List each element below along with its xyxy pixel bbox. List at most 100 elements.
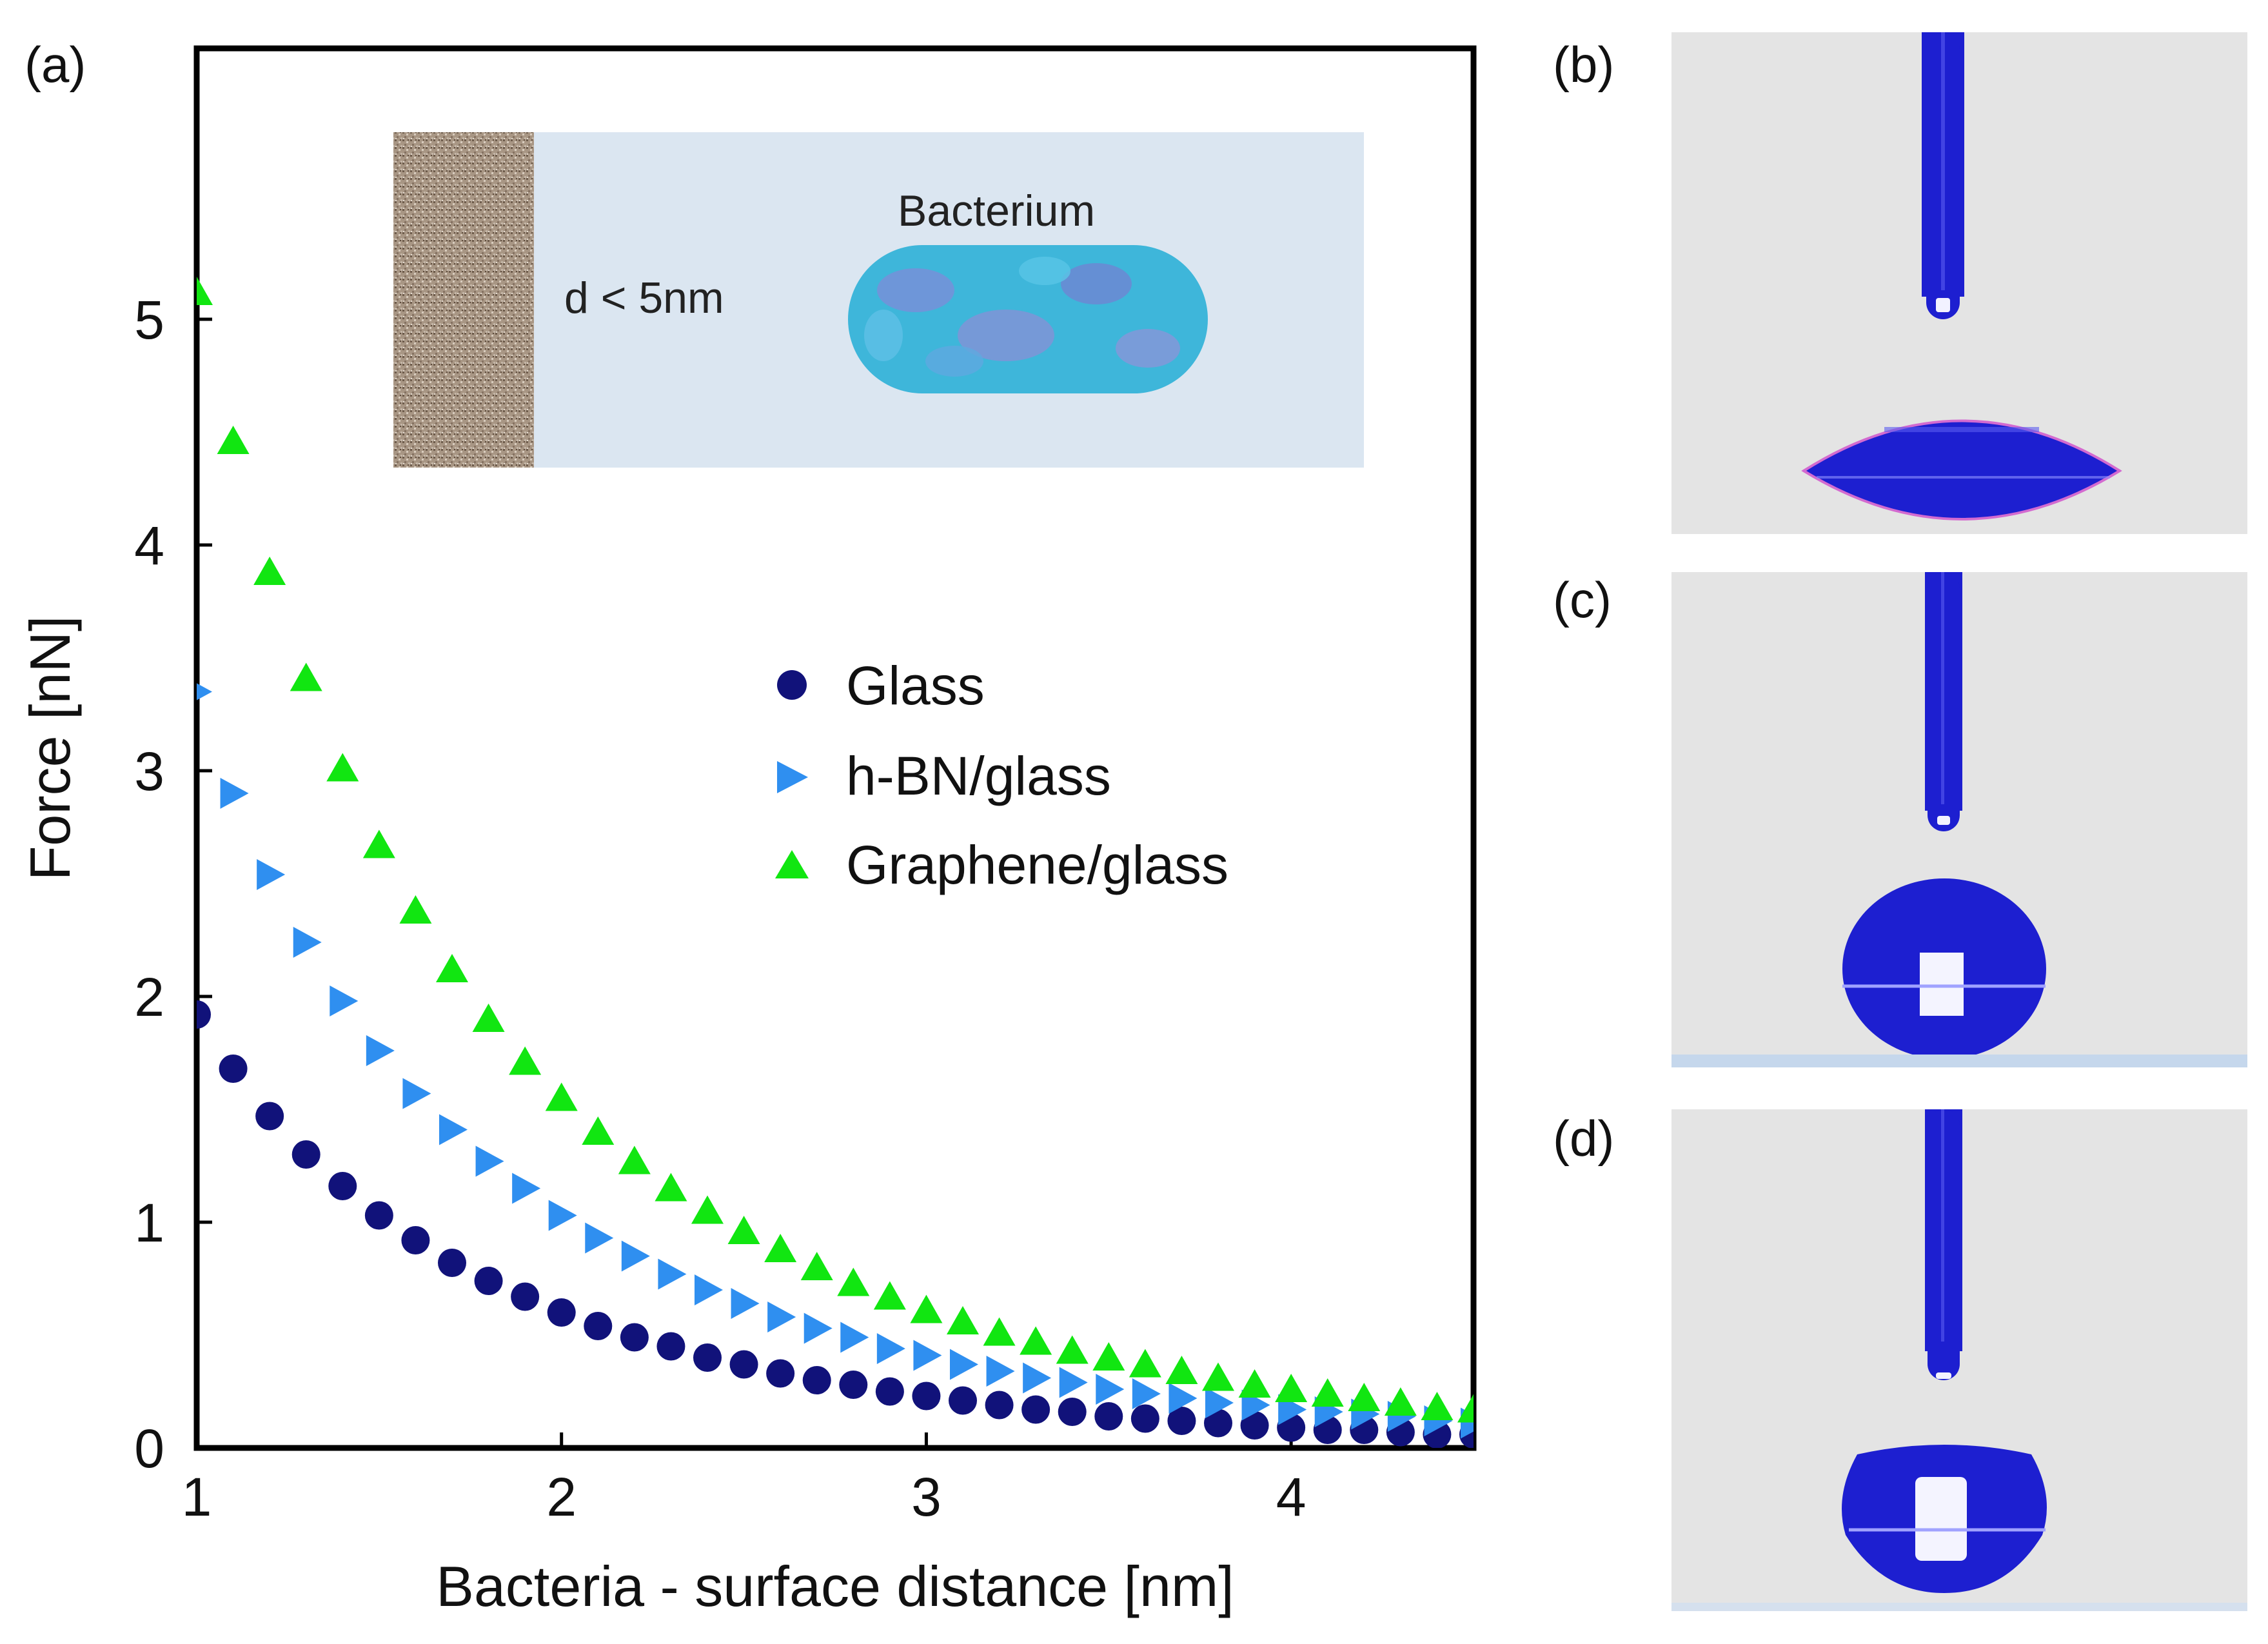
point-graphene (1202, 1362, 1234, 1391)
point-hbn (731, 1288, 760, 1319)
point-glass (511, 1282, 540, 1311)
point-glass (401, 1226, 430, 1254)
droplet-b (1801, 419, 2122, 520)
point-graphene (1092, 1342, 1125, 1371)
point-glass (364, 1201, 393, 1230)
point-glass (875, 1377, 904, 1406)
legend-label-glass: Glass (846, 655, 985, 716)
panel-label-a: (a) (25, 36, 86, 93)
point-graphene (910, 1294, 943, 1323)
point-graphene (947, 1306, 979, 1334)
x-tick-label: 3 (911, 1467, 942, 1527)
point-graphene (1421, 1392, 1454, 1420)
y-tick-label: 3 (134, 741, 164, 802)
point-hbn (621, 1240, 650, 1272)
legend-item-graphene: Graphene/glass (775, 835, 1228, 895)
point-graphene (764, 1234, 797, 1262)
point-graphene (800, 1252, 833, 1280)
point-glass (584, 1312, 613, 1340)
legend: Glass h-BN/glass Graphene/glass (775, 655, 1228, 895)
legend-item-hbn: h-BN/glass (777, 746, 1111, 806)
photo-panel-b (1671, 32, 2247, 534)
point-glass (547, 1298, 576, 1327)
series-graphene (197, 277, 1474, 1423)
x-tick-label: 4 (1276, 1467, 1307, 1527)
point-graphene (1275, 1374, 1308, 1402)
point-graphene (253, 557, 286, 585)
point-graphene (472, 1004, 505, 1032)
point-glass (1167, 1407, 1196, 1435)
point-glass (656, 1332, 685, 1361)
point-glass (949, 1386, 977, 1415)
point-graphene (983, 1317, 1016, 1346)
needle-d (1925, 1109, 1962, 1380)
point-graphene (1311, 1378, 1344, 1407)
panel-label-d: (d) (1553, 1110, 1615, 1167)
point-glass (693, 1343, 722, 1372)
point-glass (912, 1382, 941, 1411)
point-graphene (873, 1281, 906, 1310)
point-graphene (837, 1267, 870, 1296)
legend-label-hbn: h-BN/glass (846, 746, 1111, 806)
point-hbn (1023, 1362, 1052, 1394)
point-graphene (1238, 1369, 1271, 1398)
needle-b (1922, 32, 1964, 319)
point-glass (328, 1172, 357, 1200)
point-graphene (290, 662, 322, 691)
droplet-c (1842, 878, 2046, 1059)
panel-label-b: (b) (1553, 36, 1615, 93)
series-hbn (197, 683, 1474, 1439)
point-hbn (475, 1145, 504, 1177)
substrate-c (1671, 1055, 2247, 1067)
point-hbn (1132, 1378, 1161, 1409)
point-glass (1240, 1411, 1269, 1440)
point-glass (729, 1350, 758, 1379)
point-graphene (1056, 1335, 1089, 1364)
plot-frame (193, 45, 1477, 1451)
legend-label-graphene: Graphene/glass (846, 835, 1228, 895)
point-graphene (399, 895, 432, 924)
data-points (197, 277, 1474, 1448)
surface-texture (393, 132, 534, 468)
x-axis-label: Bacteria - surface distance [nm] (436, 1554, 1234, 1618)
point-glass (438, 1249, 466, 1277)
point-glass (1058, 1398, 1087, 1426)
point-hbn (402, 1078, 431, 1109)
legend-marker-graphene (775, 850, 809, 878)
photo-panel-c (1671, 572, 2247, 1067)
y-tick-label: 4 (134, 515, 164, 576)
point-graphene (509, 1046, 542, 1075)
point-hbn (876, 1333, 905, 1364)
point-hbn (257, 859, 286, 890)
point-graphene (545, 1082, 578, 1111)
point-glass (1130, 1404, 1159, 1433)
point-hbn (767, 1302, 796, 1332)
point-glass (985, 1391, 1014, 1420)
point-graphene (1457, 1394, 1474, 1423)
legend-item-glass: Glass (777, 655, 985, 716)
point-graphene (326, 753, 359, 782)
point-hbn (197, 683, 212, 700)
point-graphene (618, 1145, 651, 1174)
point-glass (219, 1055, 248, 1083)
point-hbn (658, 1258, 687, 1290)
point-glass (197, 1000, 211, 1029)
point-hbn (330, 985, 359, 1016)
point-glass (766, 1359, 795, 1388)
photo-panel-d (1671, 1109, 2247, 1611)
point-hbn (220, 778, 249, 809)
point-hbn (1205, 1387, 1234, 1418)
point-hbn (439, 1114, 468, 1145)
point-glass (802, 1366, 831, 1394)
point-glass (291, 1140, 320, 1169)
point-glass (620, 1323, 649, 1352)
bacterium-illustration (848, 245, 1208, 393)
point-hbn (293, 927, 322, 958)
point-graphene (197, 277, 213, 305)
inset-illustration: d < 5nm Bacterium (393, 132, 1364, 468)
series-glass (197, 1000, 1474, 1448)
point-graphene (655, 1173, 687, 1202)
panel-label-c: (c) (1553, 571, 1612, 628)
